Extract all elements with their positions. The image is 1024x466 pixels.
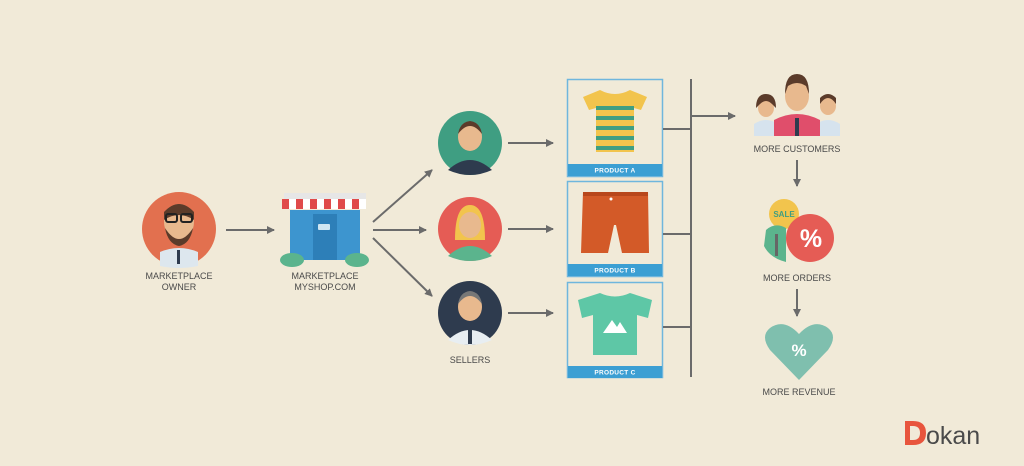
marketplace-owner-node: MARKETPLACE OWNER [142,192,216,292]
storefront-icon [280,193,369,267]
seller-avatar-icon [438,281,502,345]
shorts-icon [581,192,649,253]
product-card-a: PRODUCT A [566,78,664,178]
tshirt-mountain-icon [578,293,652,355]
heart-percent-text: % [791,341,806,360]
orders-node: SALE % MORE ORDERS [763,199,834,283]
product-a-label: PRODUCT A [594,168,635,175]
revenue-node: % MORE REVENUE [762,324,836,397]
product-card-c: PRODUCT C [566,281,664,379]
owner-label-line2: OWNER [162,282,197,292]
owner-label-line1: MARKETPLACE [145,271,212,281]
sellers-label: SELLERS [450,355,491,365]
customers-label: MORE CUSTOMERS [754,144,841,154]
arrow-marketplace-to-seller-3 [372,237,433,297]
sale-tags-icon: SALE % [764,199,834,262]
product-card-b: PRODUCT B [566,180,664,278]
marketplace-label-line1: MARKETPLACE [291,271,358,281]
seller-avatar-icon [438,111,502,175]
sale-badge-text: SALE [773,210,795,219]
product-c-label: PRODUCT C [594,370,635,377]
revenue-label: MORE REVENUE [762,387,835,397]
customers-group-icon [754,74,840,136]
customers-node: MORE CUSTOMERS [754,74,841,154]
sellers-node: SELLERS [438,111,502,365]
seller-avatar-icon [438,197,502,261]
orders-label: MORE ORDERS [763,273,831,283]
percent-badge-text: % [800,225,822,253]
heart-percent-icon: % [765,324,833,380]
striped-tshirt-icon [583,90,647,152]
product-b-label: PRODUCT B [594,268,635,275]
arrow-marketplace-to-seller-1 [372,169,433,223]
dokan-logo: okan [905,421,980,450]
marketplace-label-line2: MYSHOP.COM [294,282,355,292]
product-connector [663,79,692,377]
owner-avatar-icon [142,192,216,268]
logo-text: okan [926,422,980,450]
marketplace-node: MARKETPLACE MYSHOP.COM [280,193,369,292]
